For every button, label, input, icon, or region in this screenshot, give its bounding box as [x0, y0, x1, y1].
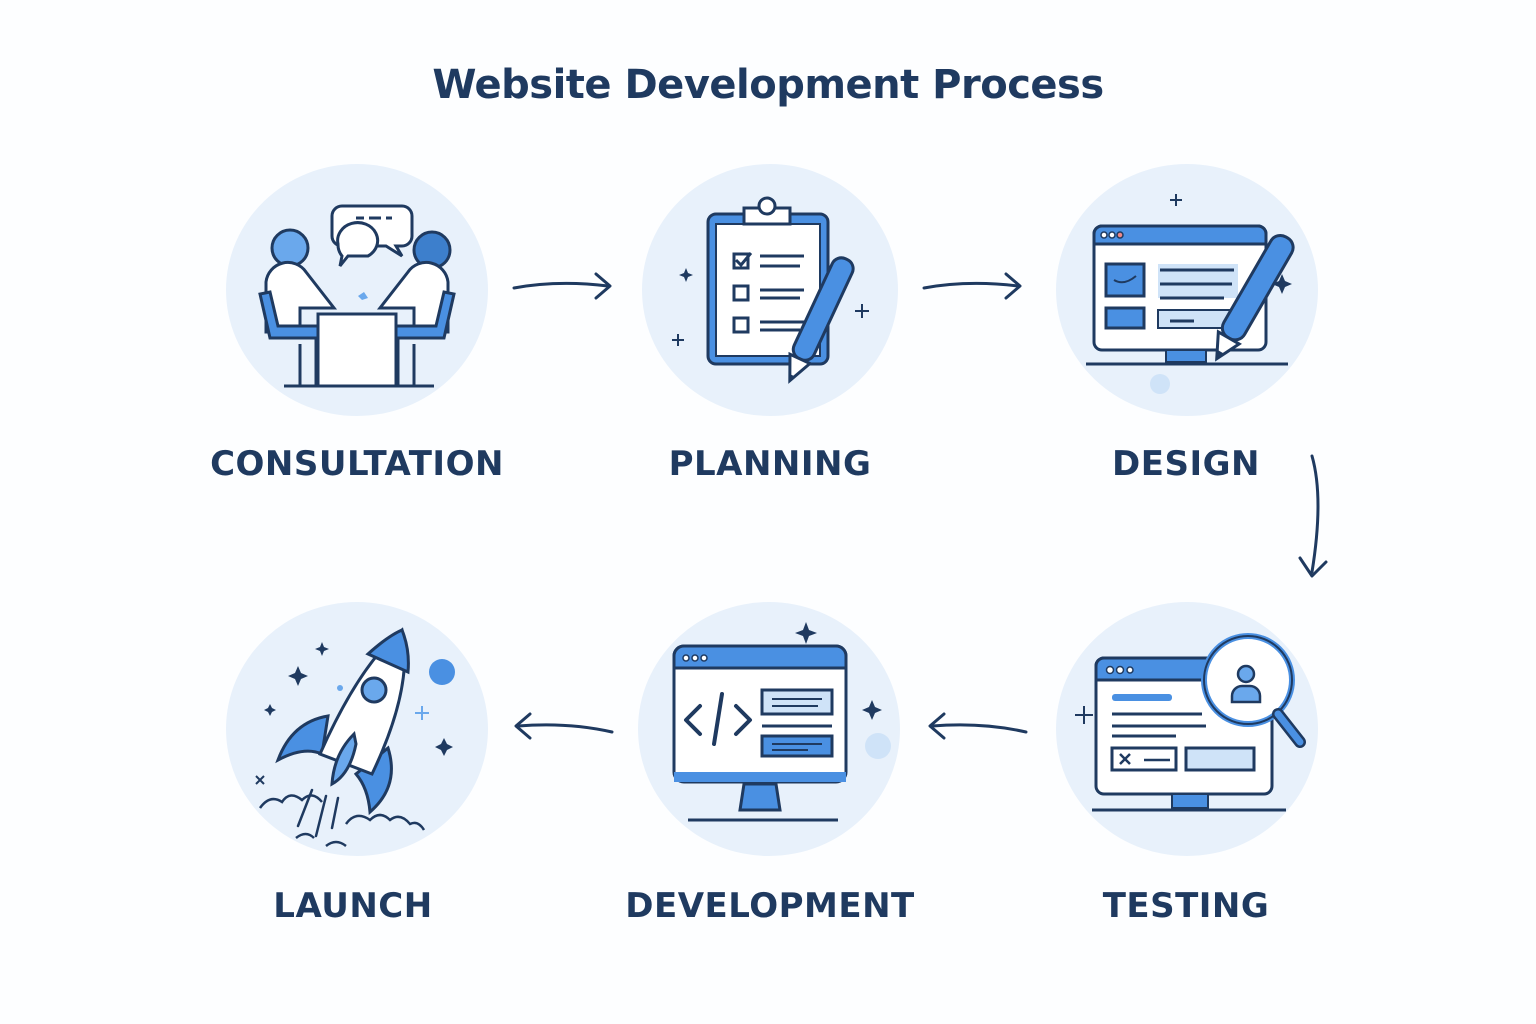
arrow-down-icon [1298, 454, 1328, 578]
step-label-testing: TESTING [1102, 886, 1270, 926]
step-label-design: DESIGN [1112, 444, 1260, 484]
step-label-launch: LAUNCH [273, 886, 433, 926]
planning-icon-circle [642, 164, 898, 416]
step-label-planning: PLANNING [668, 444, 872, 484]
arrow-right-icon [922, 272, 1022, 300]
step-label-development: DEVELOPMENT [625, 886, 915, 926]
arrow-right-icon [512, 272, 612, 300]
page-title: Website Development Process [432, 62, 1104, 108]
clipboard-checklist-icon [672, 196, 869, 384]
browser-pen-icon [1086, 194, 1295, 394]
browser-magnifier-icon [1075, 633, 1306, 812]
development-icon-circle [638, 602, 900, 856]
launch-icon-circle [226, 602, 488, 856]
people-meeting-icon [258, 204, 456, 388]
rocket-icon [255, 627, 455, 848]
testing-icon-circle [1056, 602, 1318, 856]
monitor-code-icon [672, 622, 891, 822]
arrow-left-icon [514, 712, 614, 740]
step-label-consultation: CONSULTATION [210, 444, 504, 484]
arrow-left-icon [928, 712, 1028, 740]
consultation-icon-circle [226, 164, 488, 416]
design-icon-circle [1056, 164, 1318, 416]
